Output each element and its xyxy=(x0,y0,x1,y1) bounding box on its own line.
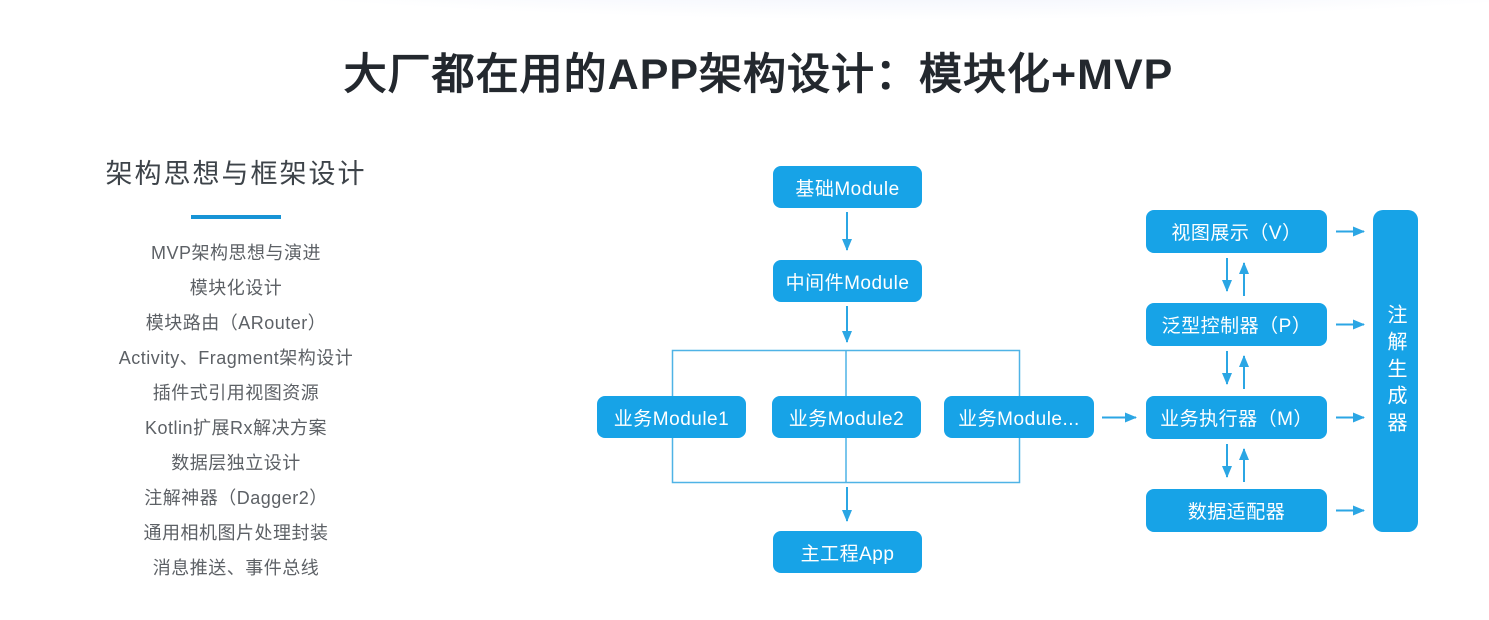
outline-item: 数据层独立设计 xyxy=(171,453,301,473)
outline-item: 插件式引用视图资源 xyxy=(152,383,320,403)
outline-item: Kotlin扩展Rx解决方案 xyxy=(144,418,328,438)
heading-underline xyxy=(191,215,281,219)
outline-item: 消息推送、事件总线 xyxy=(152,558,320,578)
outline-item: MVP架构思想与演进 xyxy=(150,243,321,263)
node-presenter-p: 泛型控制器（P） xyxy=(1146,303,1327,346)
outline-item: 注解神器（Dagger2） xyxy=(144,488,328,508)
outline-heading: 架构思想与框架设计 xyxy=(105,159,367,189)
node-data-adapter: 数据适配器 xyxy=(1146,489,1327,532)
node-model-m: 业务执行器（M） xyxy=(1146,396,1327,439)
node-business-module-more: 业务Module... xyxy=(944,396,1094,438)
node-business-module-2: 业务Module2 xyxy=(772,396,921,438)
course-outline-panel: 架构思想与框架设计 MVP架构思想与演进 模块化设计 模块路由（ARouter）… xyxy=(42,152,430,586)
node-main-app: 主工程App xyxy=(773,531,922,573)
background-decoration xyxy=(0,0,1489,42)
node-business-module-1: 业务Module1 xyxy=(597,396,746,438)
outline-list: MVP架构思想与演进 模块化设计 模块路由（ARouter） Activity、… xyxy=(42,236,430,586)
node-middleware-module: 中间件Module xyxy=(773,260,922,302)
page-title: 大厂都在用的APP架构设计：模块化+MVP xyxy=(343,51,1174,99)
node-base-module: 基础Module xyxy=(773,166,922,208)
outline-item: 模块路由（ARouter） xyxy=(145,313,327,333)
node-view-v: 视图展示（V） xyxy=(1146,210,1327,253)
outline-item: 模块化设计 xyxy=(189,278,283,298)
node-annotation-generator: 注解生成器 xyxy=(1373,210,1418,532)
outline-item: 通用相机图片处理封装 xyxy=(143,523,329,543)
outline-item: Activity、Fragment架构设计 xyxy=(118,348,354,368)
